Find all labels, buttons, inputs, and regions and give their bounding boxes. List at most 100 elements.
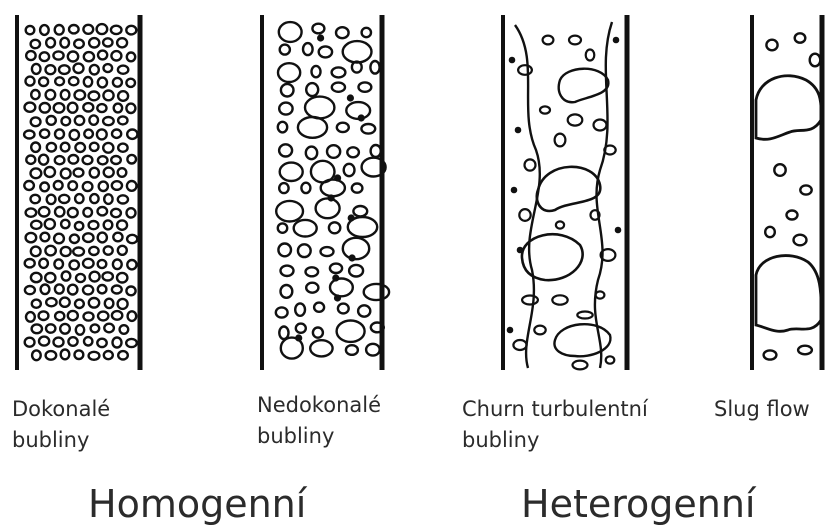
bubble: [55, 25, 64, 35]
bubble: [98, 78, 107, 88]
bubble: [364, 284, 389, 300]
bubble: [371, 145, 381, 157]
caption-churn: Churn turbulentní bubliny: [462, 394, 648, 456]
droplet: [348, 96, 353, 101]
bubble: [32, 350, 41, 360]
bubble: [89, 221, 99, 229]
bubble: [89, 38, 99, 47]
bubble: [54, 338, 64, 347]
bubble: [306, 267, 319, 276]
bubble: [68, 52, 78, 62]
bubble: [343, 238, 369, 259]
bubble: [84, 77, 92, 87]
bubble: [338, 304, 349, 314]
bubble: [577, 312, 592, 319]
bubble: [40, 129, 49, 137]
bubble: [39, 311, 49, 320]
bubble: [552, 295, 567, 304]
bubble: [306, 283, 318, 293]
bubble: [46, 298, 56, 306]
bubble: [83, 156, 93, 164]
bubble: [68, 311, 78, 320]
bubble: [69, 155, 79, 164]
bubble: [319, 46, 332, 57]
bubble: [76, 274, 85, 282]
bubble: [68, 103, 78, 113]
bubble: [114, 104, 122, 113]
bubble: [90, 194, 98, 203]
bubble: [68, 181, 77, 190]
bubble: [31, 40, 40, 48]
bubble: [73, 248, 84, 256]
droplet: [350, 256, 355, 261]
bubble: [127, 155, 136, 164]
bubble: [111, 209, 121, 217]
bubble: [40, 183, 49, 192]
bubble: [26, 208, 37, 216]
bubble: [26, 26, 35, 34]
bubble: [31, 168, 42, 178]
bubble: [45, 167, 55, 177]
taylor-bubble-2: [756, 256, 821, 332]
churn-slug-3: [559, 69, 609, 102]
bubble: [298, 117, 327, 138]
bubble: [113, 260, 122, 270]
bubble: [55, 284, 64, 293]
bubble: [46, 38, 55, 48]
bubble: [61, 169, 71, 179]
churn-slug-1: [537, 167, 601, 211]
bubble: [513, 340, 526, 350]
bubble: [294, 220, 317, 237]
bubble: [765, 227, 775, 237]
churn-slug-2: [522, 234, 583, 280]
bubble: [98, 312, 108, 321]
bubble: [278, 63, 300, 82]
bubble: [54, 234, 64, 244]
bubble: [305, 97, 334, 119]
bubble: [97, 129, 107, 139]
bubble: [359, 82, 372, 91]
bubble: [97, 104, 106, 112]
droplet: [516, 128, 520, 132]
bubble: [89, 352, 100, 360]
bubble: [60, 38, 69, 48]
bubble: [24, 131, 34, 139]
bubble: [127, 53, 135, 62]
bubble: [568, 114, 583, 125]
bubble: [31, 195, 40, 203]
bubble: [25, 103, 36, 112]
bubble: [118, 144, 127, 152]
bubble: [32, 324, 42, 333]
bubble: [89, 92, 100, 101]
bubble: [361, 124, 375, 134]
bubble: [337, 321, 365, 342]
bubble: [606, 356, 615, 363]
bubble: [111, 26, 122, 34]
bubble: [98, 51, 107, 60]
bubble: [518, 65, 532, 75]
bubble: [103, 143, 113, 153]
bubble: [103, 91, 113, 101]
bubble: [120, 325, 129, 334]
bubble: [84, 130, 93, 138]
bubble: [89, 298, 99, 308]
bubble: [25, 286, 35, 294]
bubble: [556, 221, 564, 228]
bubble: [75, 300, 84, 308]
bubble: [321, 247, 334, 256]
bubble: [113, 233, 122, 242]
bubbles-churn: [508, 36, 620, 370]
bubble: [46, 324, 55, 332]
bubble: [519, 209, 530, 221]
bubble: [61, 143, 70, 152]
bubble: [312, 24, 324, 34]
bubble: [98, 207, 108, 215]
bubble: [810, 54, 821, 67]
bubble: [41, 285, 50, 295]
bubble: [330, 279, 353, 297]
bubble: [111, 156, 121, 164]
bubble: [84, 337, 92, 345]
bubble: [362, 28, 371, 37]
bubble: [83, 103, 93, 111]
